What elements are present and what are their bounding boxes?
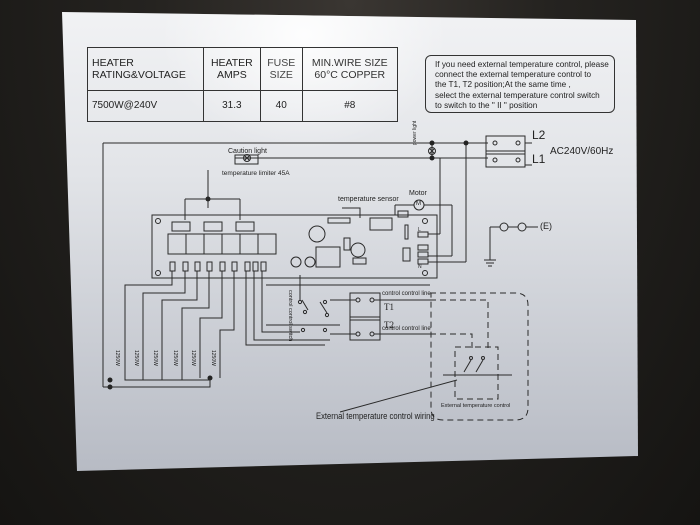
note-line: the T1, T2 position;At the same time , bbox=[435, 80, 571, 90]
supply-lines bbox=[102, 142, 488, 387]
supply-terminal-block bbox=[485, 135, 532, 168]
power-light-icon bbox=[428, 147, 436, 155]
supply-voltage-label: AC240V/60Hz bbox=[550, 146, 614, 157]
motor-label: Motor bbox=[409, 190, 427, 197]
t1-label: T1 bbox=[384, 302, 394, 312]
heater-label: 1250W bbox=[210, 350, 216, 366]
control-switch-label: control control switch bbox=[287, 290, 293, 342]
heater-label: 1250W bbox=[190, 350, 196, 366]
note-line: select the external temperature control … bbox=[435, 90, 600, 100]
control-line-top-label: control control line bbox=[382, 291, 431, 297]
spec-table-value-row: 7500W@240V 31.3 40 #8 bbox=[87, 90, 399, 122]
caution-light-label: Caution light bbox=[228, 148, 267, 155]
external-control-note: If you need external temperature control… bbox=[425, 55, 615, 113]
control-line-bottom-label: control control line bbox=[382, 326, 431, 332]
temperature-sensor-icon bbox=[342, 207, 361, 218]
control-switch bbox=[297, 275, 330, 333]
terminal-n-label: N bbox=[418, 264, 422, 270]
motor-symbol: M bbox=[416, 201, 421, 207]
value-min-wire-size: #8 bbox=[301, 90, 399, 122]
heater-elements bbox=[103, 271, 430, 388]
value-heater-amps: 31.3 bbox=[202, 90, 261, 122]
temperature-sensor-label: temperature sensor bbox=[338, 196, 399, 203]
external-switch-icon bbox=[443, 356, 512, 376]
l1-label: L1 bbox=[532, 152, 546, 166]
external-wiring-leader bbox=[339, 379, 458, 413]
heater-label: 1250W bbox=[172, 350, 178, 366]
value-heater-rating: 7500W@240V bbox=[87, 90, 204, 122]
note-line: If you need external temperature control… bbox=[435, 60, 609, 69]
earth-label: (E) bbox=[540, 221, 552, 231]
power-light-label: power light bbox=[412, 120, 418, 145]
note-line: to switch to the " II " position bbox=[435, 100, 538, 110]
heater-label: 1250W bbox=[133, 350, 139, 366]
t2-label: T2 bbox=[384, 320, 394, 330]
external-wiring-label: External temperature control wiring bbox=[316, 411, 435, 421]
caution-light-icon bbox=[234, 154, 259, 165]
l2-label: L2 bbox=[532, 128, 546, 142]
control-board bbox=[151, 210, 438, 279]
heater-label: 1250W bbox=[114, 350, 120, 366]
heater-label: 1250W bbox=[152, 350, 158, 366]
terminal-l-label: L bbox=[418, 227, 421, 233]
external-control-box bbox=[430, 292, 529, 421]
temperature-limiter-label: temperature limiter 45A bbox=[222, 170, 290, 177]
t1-t2-terminal-block bbox=[330, 292, 430, 341]
external-control-label: External temperature control bbox=[441, 403, 511, 409]
note-line: connect the external temperature control… bbox=[435, 70, 592, 80]
earth-ground-icon bbox=[484, 222, 538, 267]
motor-icon bbox=[394, 199, 466, 263]
